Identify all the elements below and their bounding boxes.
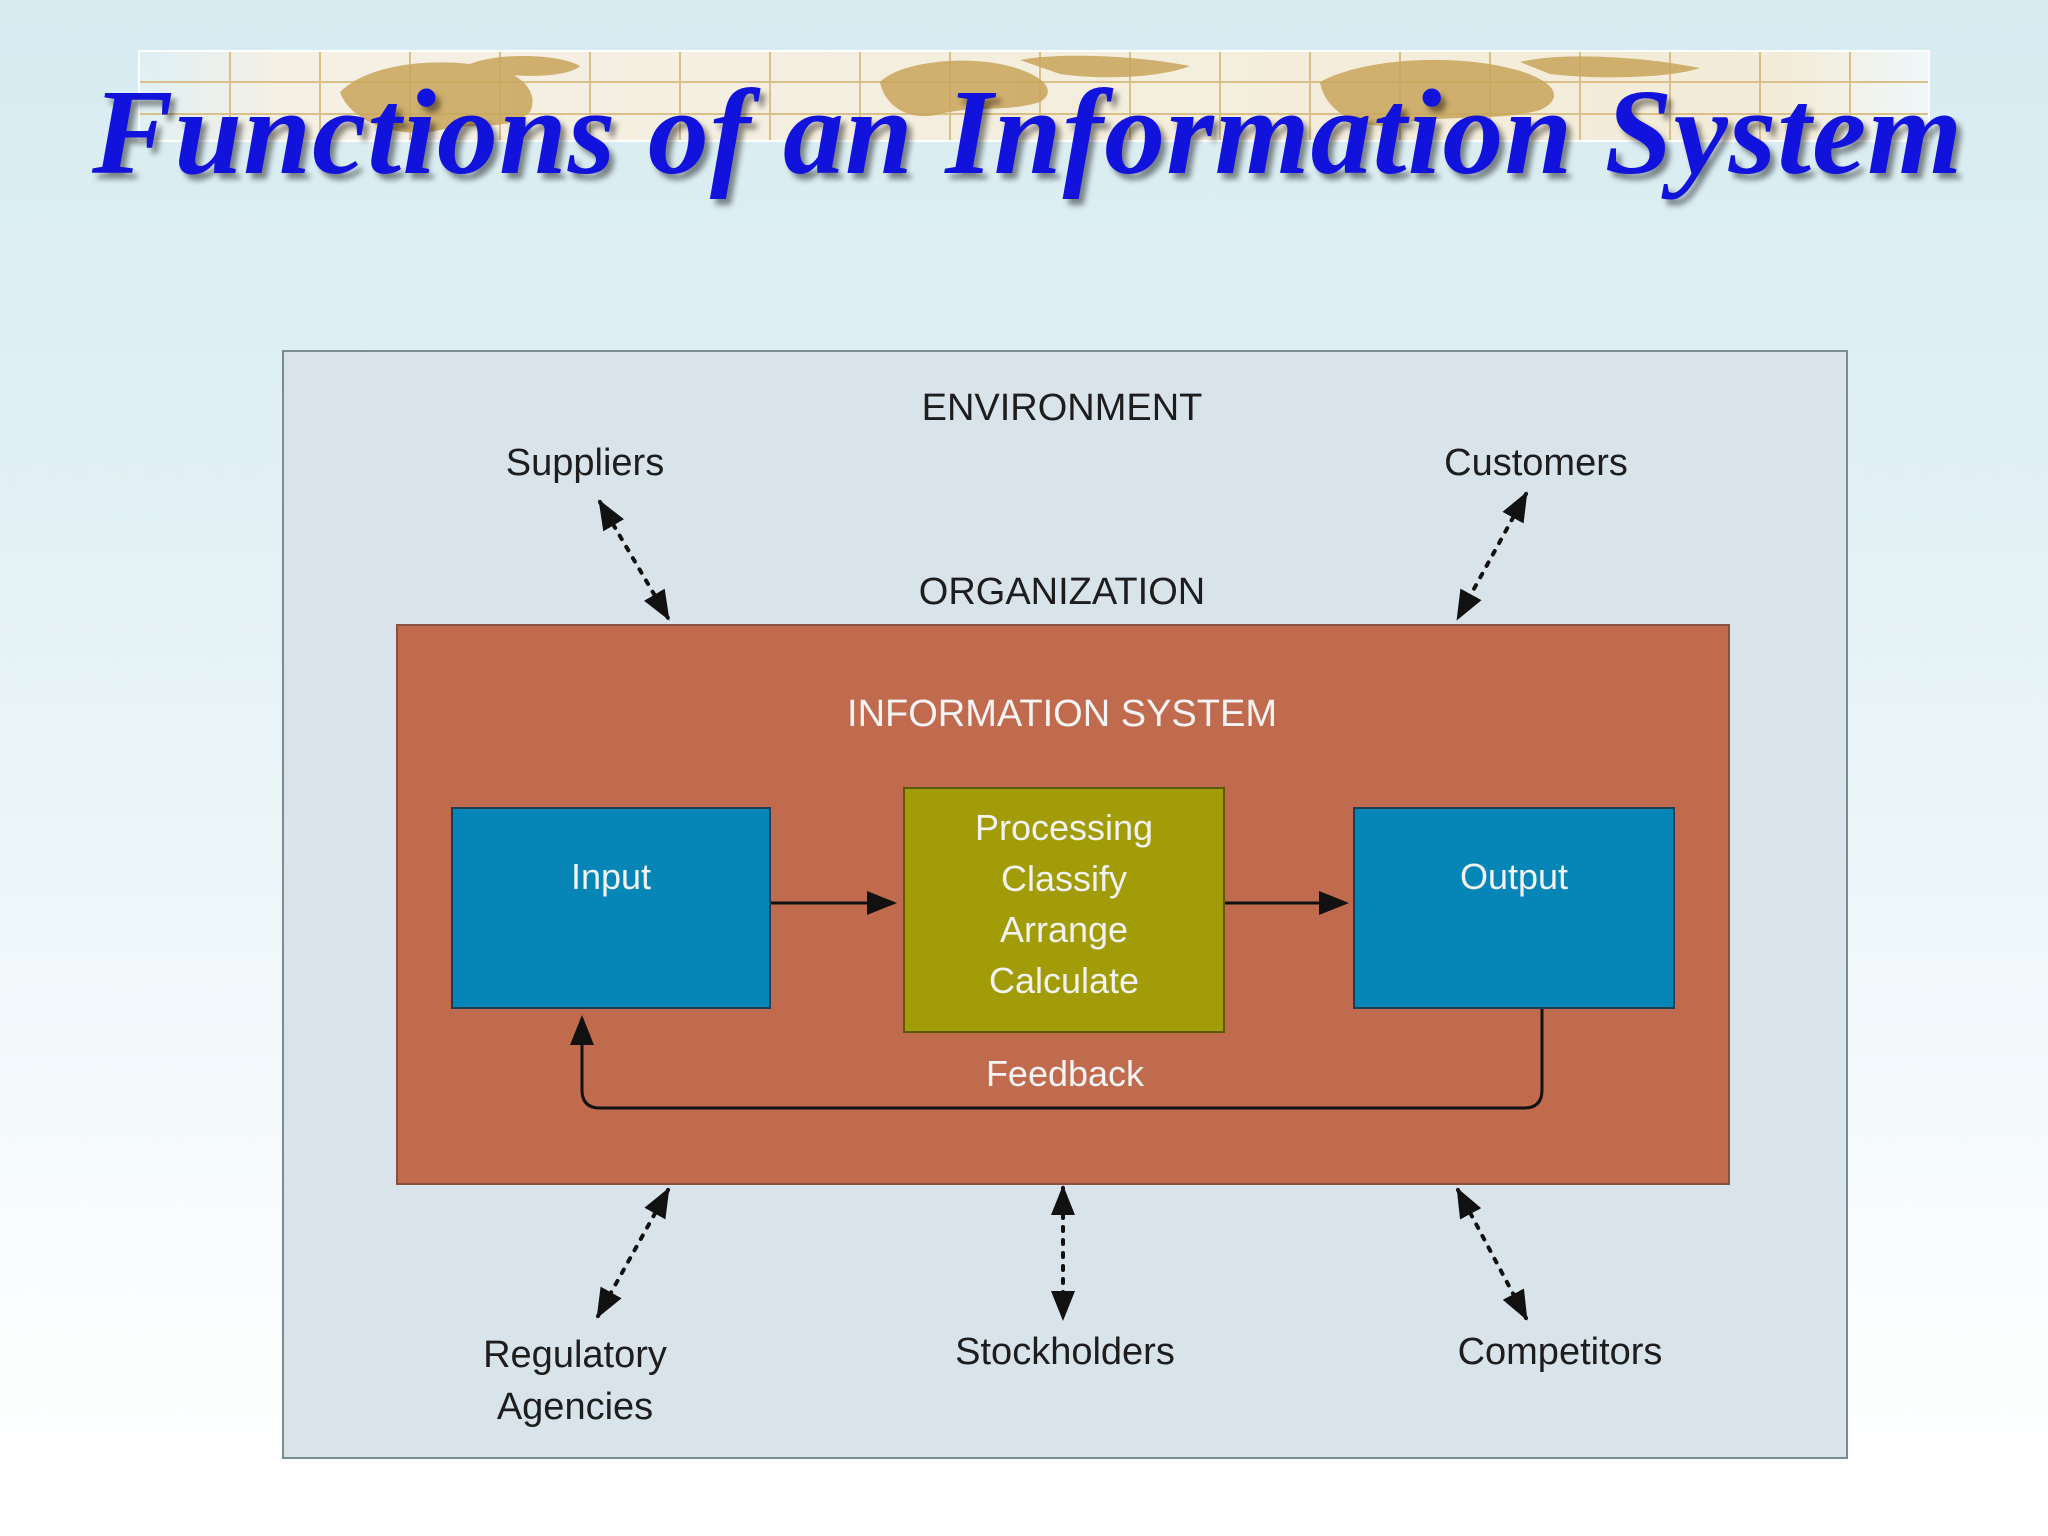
- processing-block: Processing Classify Arrange Calculate: [903, 787, 1225, 1033]
- feedback-label: Feedback: [985, 1053, 1145, 1094]
- customers-label: Customers: [1444, 442, 1628, 484]
- processing-line-calculate: Calculate: [988, 960, 1140, 1001]
- processing-line-classify: Classify: [1000, 858, 1128, 899]
- slide-title: Functions of an Information System: [92, 65, 1964, 200]
- suppliers-label: Suppliers: [505, 442, 665, 484]
- title-banner-map: [138, 50, 1930, 142]
- input-block: Input: [451, 807, 771, 1009]
- agencies-line: Agencies: [496, 1386, 654, 1428]
- regulatory-agencies-label: Regulatory Agencies: [440, 1329, 710, 1433]
- information-system-label: INFORMATION SYSTEM: [847, 693, 1277, 735]
- output-block: Output: [1353, 807, 1675, 1009]
- output-label: Output: [1459, 856, 1569, 897]
- environment-label: ENVIRONMENT: [921, 387, 1203, 429]
- regulatory-line: Regulatory: [483, 1334, 667, 1376]
- world-map-icon: [140, 52, 1928, 140]
- processing-line-arrange: Arrange: [999, 909, 1129, 950]
- competitors-label: Competitors: [1457, 1331, 1663, 1373]
- processing-lines: Processing Classify Arrange Calculate: [905, 802, 1223, 1006]
- input-label: Input: [570, 856, 652, 897]
- stockholders-label: Stockholders: [955, 1331, 1175, 1373]
- organization-label: ORGANIZATION: [918, 571, 1206, 613]
- processing-line: Processing: [974, 807, 1154, 848]
